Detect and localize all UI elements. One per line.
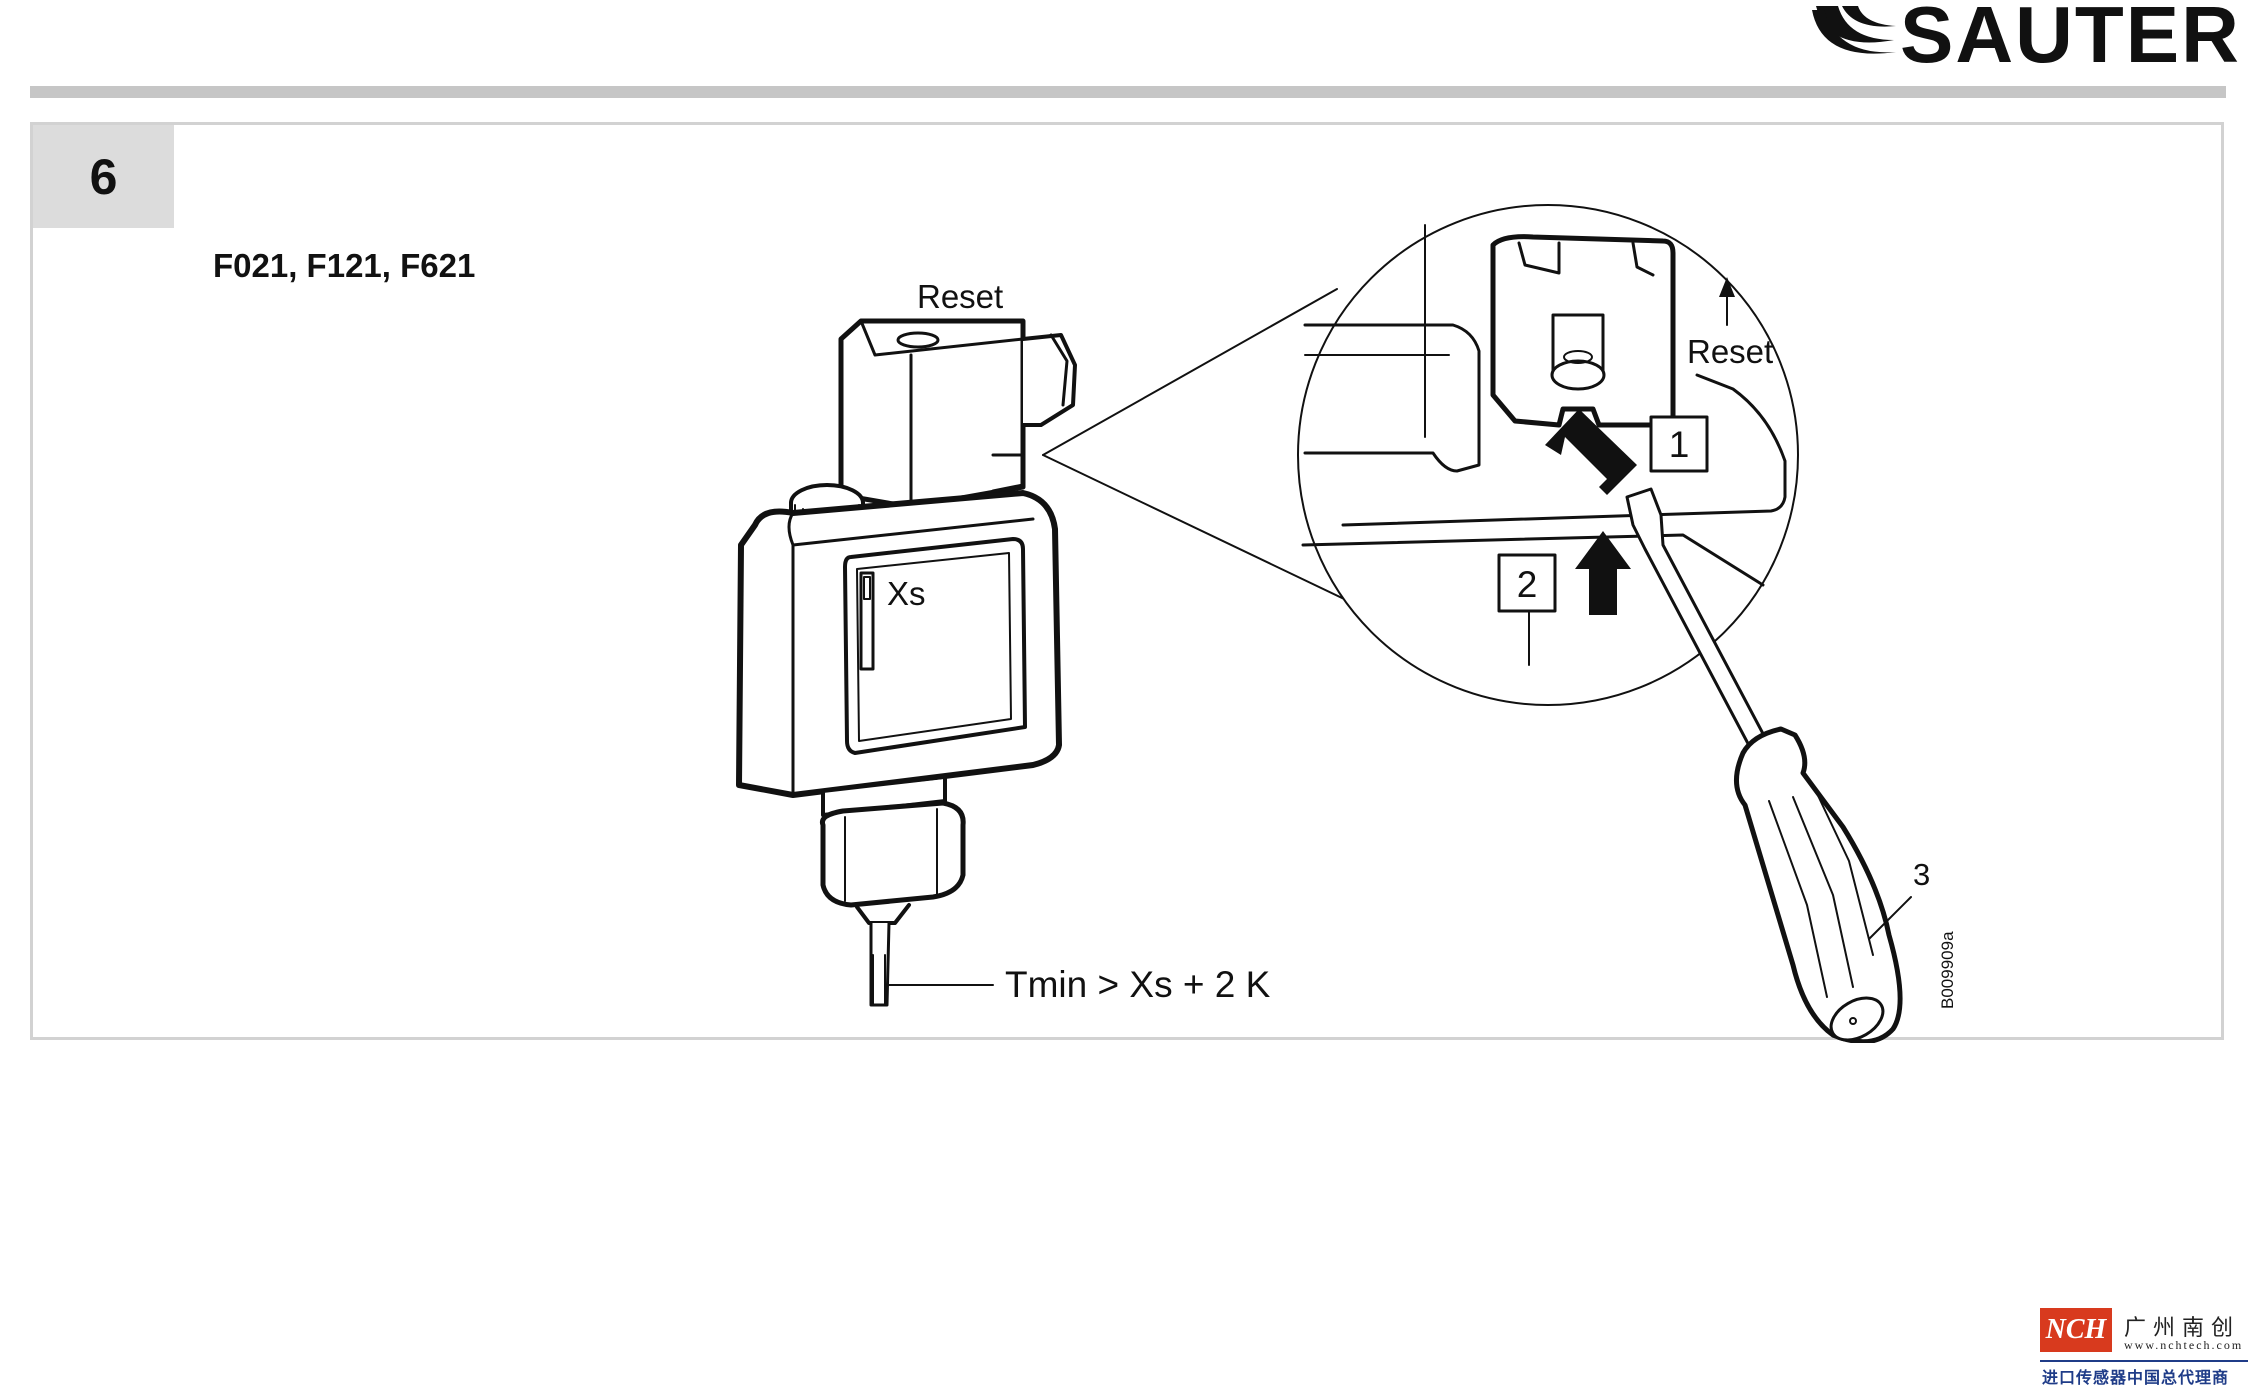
nch-company: 广州南创 <box>2124 1316 2241 1341</box>
reset-illustration: Reset Xs Tmin > Xs + 2 K Reset 1 2 3 B00… <box>736 204 1957 1043</box>
callout-3: 3 <box>1913 857 1930 892</box>
nch-tagline: 进口传感器中国总代理商 <box>2042 1368 2230 1387</box>
xs-label: Xs <box>887 575 926 612</box>
detail-reset-label: Reset <box>1687 333 1773 370</box>
temperature-condition: Tmin > Xs + 2 K <box>1005 964 1271 1005</box>
brand-name: SAUTER <box>1900 0 2241 79</box>
nch-rule <box>2040 1360 2248 1362</box>
header-rule <box>30 86 2226 98</box>
reset-label: Reset <box>917 278 1003 315</box>
callout-2: 2 <box>1517 564 1538 605</box>
instruction-panel: 6 F021, F121, F621 <box>30 122 2224 1043</box>
callout-1: 1 <box>1669 424 1690 465</box>
nch-url: www.nchtech.com <box>2124 1338 2244 1352</box>
step-number: 6 <box>33 125 174 228</box>
sauter-wave-icon <box>1812 6 1896 54</box>
nch-logo: NCH 广州南创 www.nchtech.com 进口传感器中国总代理商 <box>2040 1308 2248 1388</box>
sauter-logo: SAUTER <box>1808 0 2239 79</box>
model-list: F021, F121, F621 <box>213 247 476 284</box>
nch-mark: NCH <box>2040 1308 2112 1352</box>
figure-id: B009909a <box>1938 931 1957 1009</box>
